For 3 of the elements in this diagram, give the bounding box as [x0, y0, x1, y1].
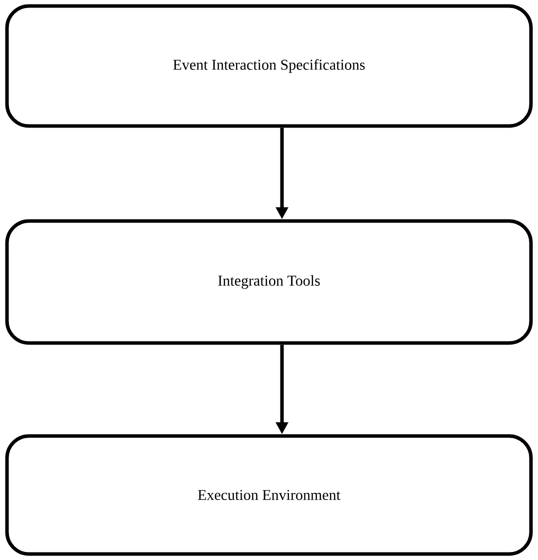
process-box: Execution Environment	[5, 434, 533, 556]
process-box: Event Interaction Specifications	[5, 4, 533, 128]
process-box: Integration Tools	[5, 219, 533, 345]
